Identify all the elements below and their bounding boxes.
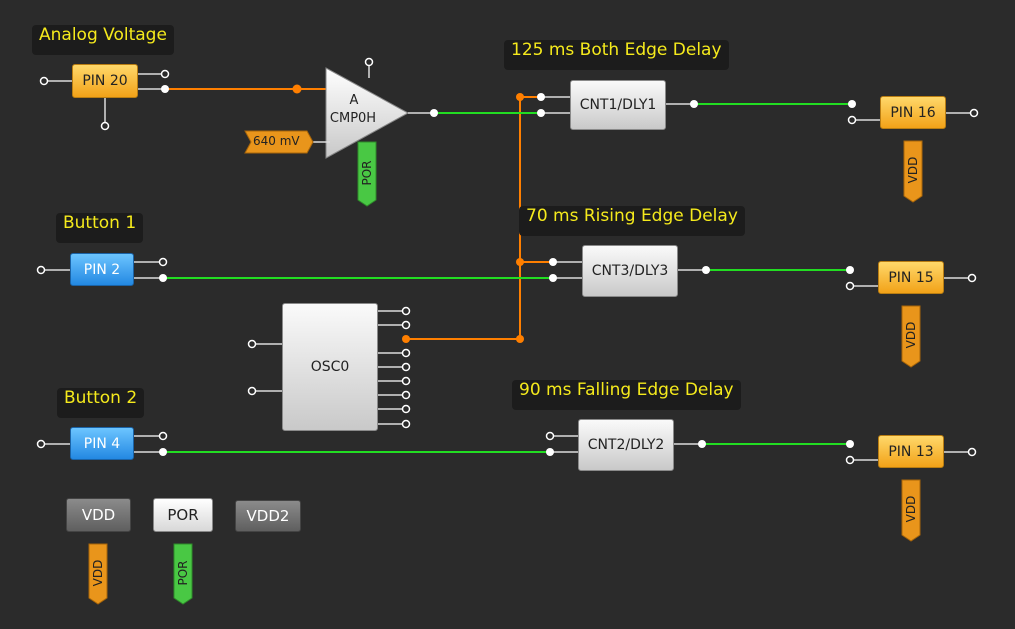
note-delay-2: 90 ms Falling Edge Delay <box>512 380 741 410</box>
note-button-1: Button 1 <box>56 213 144 243</box>
note-analog-voltage: Analog Voltage <box>32 25 174 55</box>
vdd-block[interactable]: VDD <box>66 498 131 532</box>
junction-dot <box>516 93 524 101</box>
vdd-tag-pin13-label: VDD <box>904 495 918 523</box>
por-tag-power-label: POR <box>176 560 190 586</box>
vdd-tag-power-label: VDD <box>91 559 105 587</box>
comparator-label-name: CMP0H <box>329 111 377 126</box>
note-delay-3: 70 ms Rising Edge Delay <box>519 206 745 236</box>
vdd-tag-pin16 <box>903 140 923 203</box>
cnt3-dly3-block[interactable]: CNT3/DLY3 <box>582 245 678 297</box>
note-button-2: Button 2 <box>57 388 145 418</box>
pin-4[interactable]: PIN 4 <box>70 427 134 460</box>
comparator-label-a: A <box>349 93 359 108</box>
cnt1-dly1-block[interactable]: CNT1/DLY1 <box>570 80 666 130</box>
vdd-tag-pin15-label: VDD <box>904 321 918 349</box>
junction-dot <box>402 335 410 343</box>
pin-2[interactable]: PIN 2 <box>70 253 134 286</box>
por-tag-power <box>173 543 193 605</box>
junction-dot <box>292 84 302 94</box>
pin-15[interactable]: PIN 15 <box>878 261 944 294</box>
cnt2-dly2-block[interactable]: CNT2/DLY2 <box>578 419 674 471</box>
vdd-tag-pin15 <box>901 305 921 368</box>
vref-label: 640 mV <box>253 134 300 148</box>
vdd2-block[interactable]: VDD2 <box>235 500 301 532</box>
por-tag-comparator-label: POR <box>360 160 374 186</box>
vdd-tag-power <box>88 543 108 605</box>
vdd-tag-pin13 <box>901 479 921 542</box>
note-delay-1: 125 ms Both Edge Delay <box>504 40 729 70</box>
junction-dot <box>516 335 524 343</box>
por-block[interactable]: POR <box>153 498 213 532</box>
vref-tag-shape <box>244 130 314 154</box>
por-tag-comparator <box>357 141 377 207</box>
comparator-body[interactable] <box>325 67 410 159</box>
pin-13[interactable]: PIN 13 <box>878 435 944 468</box>
pin-20[interactable]: PIN 20 <box>72 64 138 98</box>
osc0-block[interactable]: OSC0 <box>282 303 378 431</box>
vdd-tag-pin16-label: VDD <box>906 156 920 184</box>
pin-16[interactable]: PIN 16 <box>880 96 946 129</box>
junction-dot <box>516 258 524 266</box>
